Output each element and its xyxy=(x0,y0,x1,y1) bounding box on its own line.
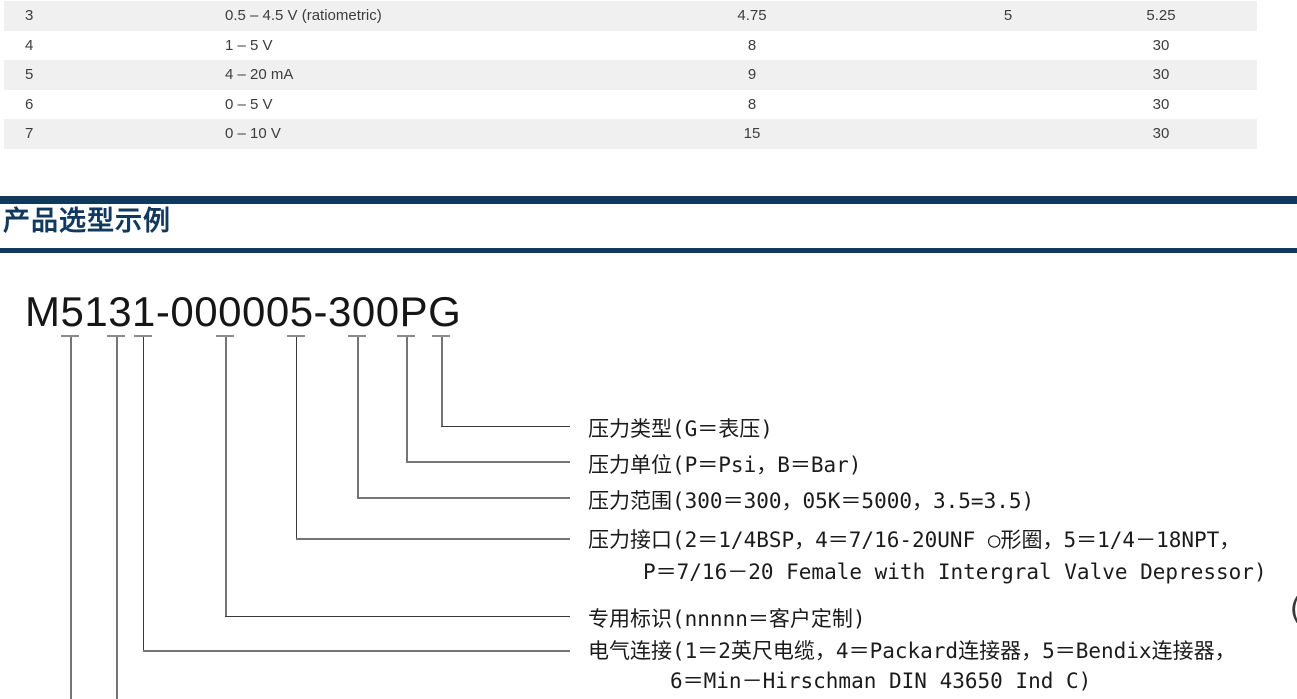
cell-max: 5.25 xyxy=(1146,7,1176,24)
cell-max: 30 xyxy=(1152,95,1170,109)
cell-min: 9 xyxy=(747,66,757,83)
leader-line-pressure-unit xyxy=(406,337,408,461)
table-row: 6 0 – 5 V 8 30 xyxy=(4,90,1257,120)
cell-output: 4 – 20 mA xyxy=(225,66,294,83)
legend-pressure-port-line2: P＝7/16－20 Female with Intergral Valve De… xyxy=(643,560,1267,584)
cell-min: 8 xyxy=(747,95,757,109)
cell-output: 0 – 10 V xyxy=(225,125,281,142)
cell-output: 0.5 – 4.5 V (ratiometric) xyxy=(225,7,382,24)
tick-mark xyxy=(61,335,79,337)
leader-line-series-2 xyxy=(116,337,118,699)
leader-line-pressure-type xyxy=(441,337,443,426)
partial-paren-glyph: ( xyxy=(1286,592,1297,627)
cell-code: 6 xyxy=(25,95,34,109)
tick-mark xyxy=(432,335,450,337)
table-row: 7 0 – 10 V 15 30 xyxy=(4,119,1257,149)
leader-line-pressure-range xyxy=(357,337,359,497)
cell-code: 3 xyxy=(25,7,34,24)
table-row: 3 0.5 – 4.5 V (ratiometric) 4.75 5 5.25 xyxy=(4,1,1257,31)
cell-min: 8 xyxy=(747,36,757,50)
leader-line-pressure-range-h xyxy=(357,497,570,499)
table-row: 5 4 – 20 mA 9 30 xyxy=(4,60,1257,90)
cell-max: 30 xyxy=(1152,125,1170,142)
leader-line-electrical-h xyxy=(143,650,570,652)
tick-mark xyxy=(287,335,305,337)
legend-pressure-range: 压力范围(300＝300，05K＝5000，3.5=3.5) xyxy=(588,489,1035,513)
legend-electrical: 电气连接(1＝2英尺电缆，4＝Packard连接器，5＝Bendix连接器， xyxy=(588,639,1236,663)
cell-output: 0 – 5 V xyxy=(225,95,273,109)
tick-mark xyxy=(216,335,234,337)
leader-line-custom-id xyxy=(225,337,227,616)
leader-line-pressure-port xyxy=(296,337,297,538)
cell-min: 4.75 xyxy=(737,7,767,24)
section-rule-bottom xyxy=(0,248,1297,253)
leader-line-series xyxy=(70,337,72,699)
legend-pressure-port: 压力接口(2＝1/4BSP，4＝7/16-20UNF ○形圈，5＝1/4－18N… xyxy=(588,528,1241,552)
legend-electrical-line2: 6＝Min－Hirschman DIN 43650 Ind C) xyxy=(670,669,1092,693)
legend-pressure-type: 压力类型(G＝表压) xyxy=(588,417,773,441)
cell-min: 15 xyxy=(743,125,761,142)
cell-code: 7 xyxy=(25,125,34,142)
cell-max: 30 xyxy=(1152,66,1170,83)
cell-typ: 5 xyxy=(1003,7,1013,24)
tick-mark xyxy=(348,335,366,337)
legend-custom-id: 专用标识(nnnnn＝客户定制) xyxy=(588,607,866,631)
cell-output: 1 – 5 V xyxy=(225,36,273,50)
section-rule-top xyxy=(0,196,1297,204)
cell-code: 5 xyxy=(25,66,34,83)
leader-line-pressure-type-h xyxy=(441,426,570,427)
spec-table: 3 0.5 – 4.5 V (ratiometric) 4.75 5 5.25 … xyxy=(4,1,1257,149)
tick-mark xyxy=(397,335,415,337)
table-row: 4 1 – 5 V 8 30 xyxy=(4,31,1257,61)
tick-mark xyxy=(134,335,152,337)
legend-pressure-unit: 压力单位(P＝Psi，B＝Bar) xyxy=(588,453,862,477)
part-number: M5131-000005-300PG xyxy=(25,288,462,335)
cell-max: 30 xyxy=(1152,36,1170,50)
tick-mark xyxy=(107,335,125,337)
cell-code: 4 xyxy=(25,36,34,50)
leader-line-pressure-port-h xyxy=(296,538,570,540)
leader-line-custom-id-h xyxy=(225,616,570,617)
section-title: 产品选型示例 xyxy=(3,206,171,236)
leader-line-electrical xyxy=(143,337,144,650)
leader-line-pressure-unit-h xyxy=(406,461,570,463)
